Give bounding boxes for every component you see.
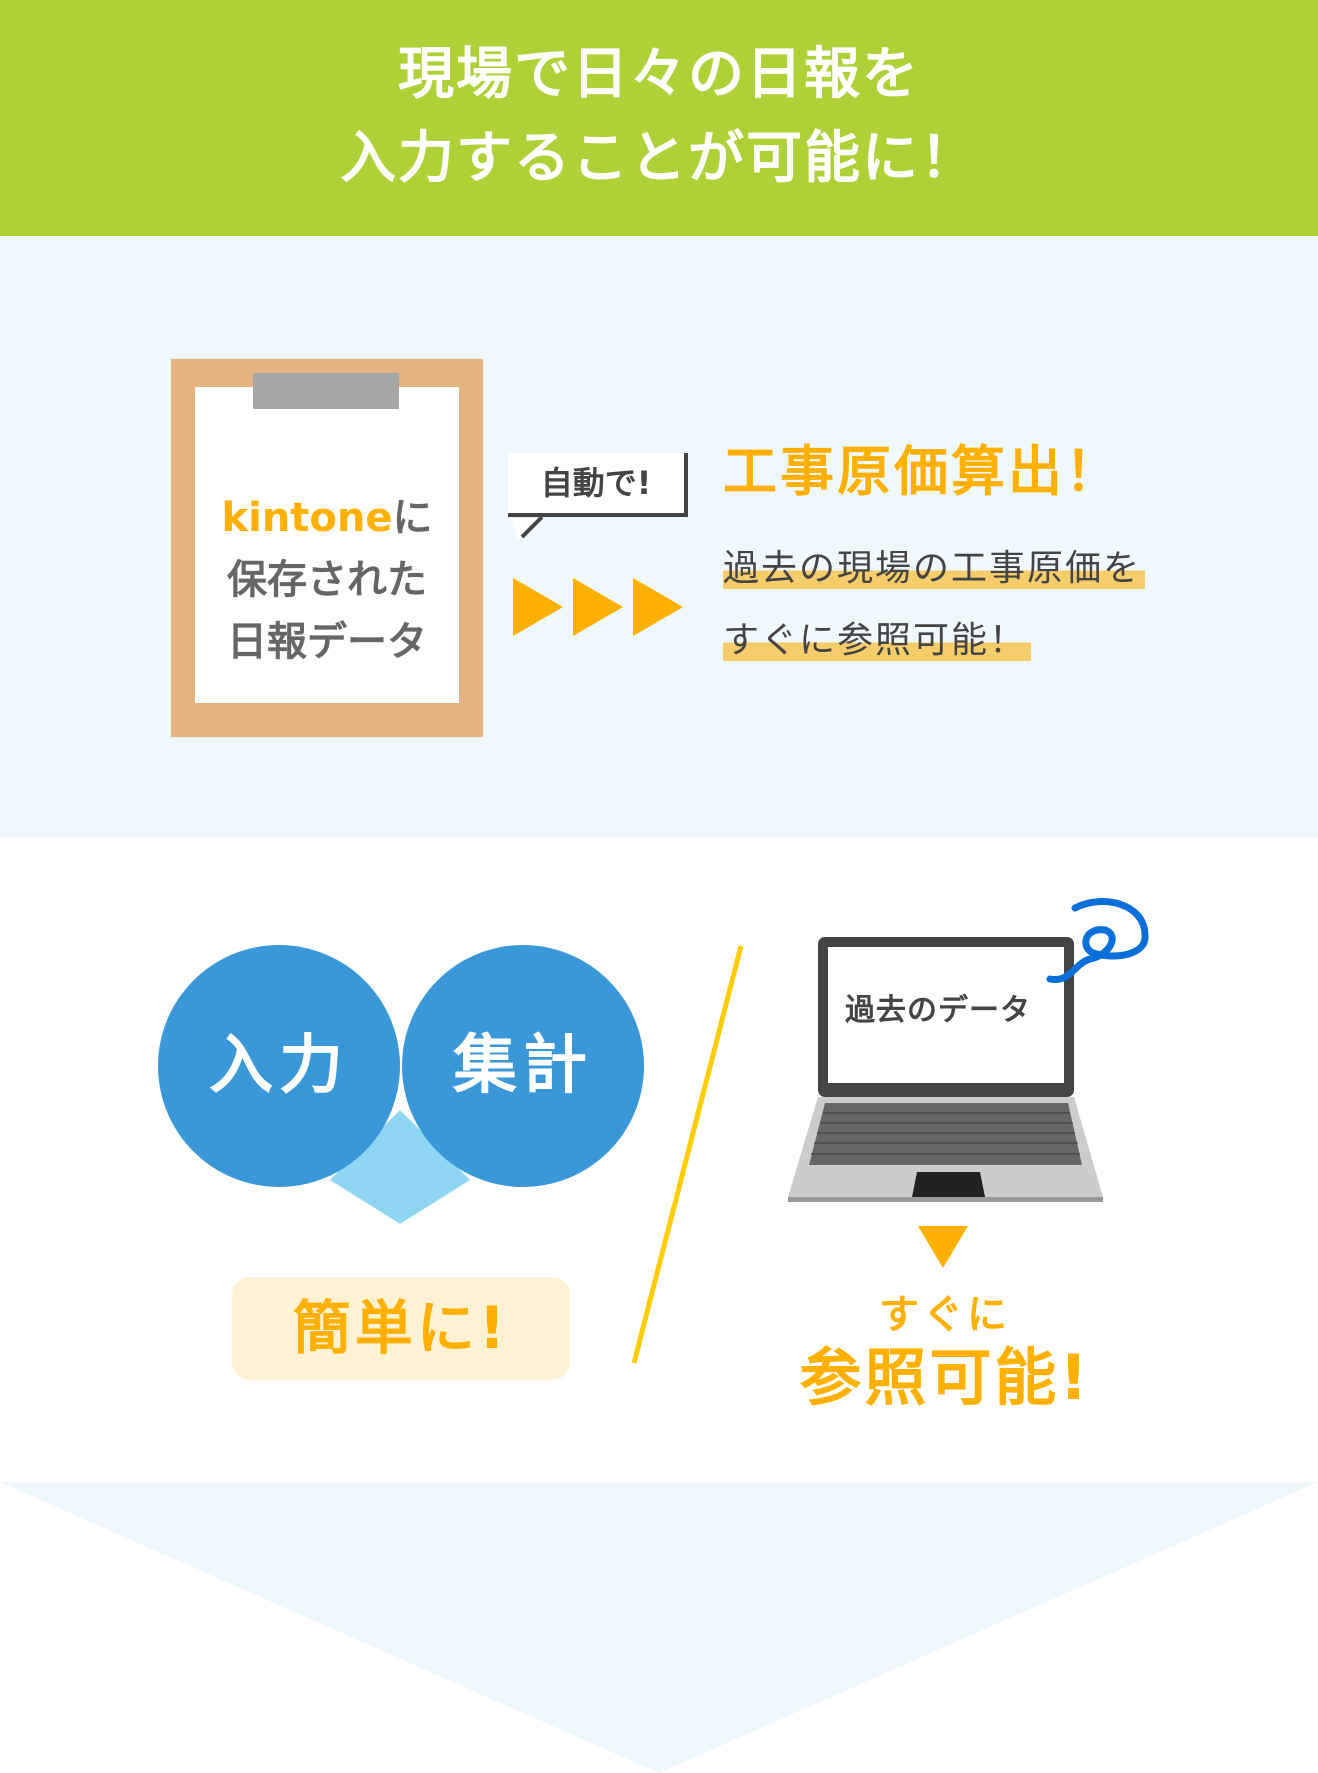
easy-badge: 簡単に! xyxy=(232,1277,570,1380)
result-desc-line2: すぐに参照可能！ xyxy=(723,620,1032,661)
clipboard-line3: 日報データ xyxy=(227,619,427,665)
header-title-line1: 現場で日々の日報を xyxy=(398,42,920,107)
clipboard-line2: 保存された xyxy=(227,557,427,603)
header-title-line2: 入力することが可能に！ xyxy=(340,126,978,191)
laptop-icon xyxy=(788,898,1149,1202)
arrow-right-icon xyxy=(573,578,623,636)
circle-input: 入力 xyxy=(158,945,400,1187)
clipboard-clip-icon xyxy=(253,373,399,409)
arrow-right-icon xyxy=(633,578,683,636)
cost-calc-title: 工事原価算出！ xyxy=(723,440,1122,503)
clipboard-paper: kintoneに 保存された 日報データ xyxy=(195,387,459,703)
section-down-arrow-icon xyxy=(0,1482,1318,1773)
circle-aggregate: 集計 xyxy=(402,945,644,1187)
clipboard-text: kintoneに 保存された 日報データ xyxy=(195,487,459,673)
arrow-down-icon xyxy=(918,1226,968,1268)
laptop-screen-text: 過去のデータ xyxy=(845,993,1031,1028)
laptop-caption-line2: 参照可能! xyxy=(799,1341,1091,1414)
merge-diamond-icon xyxy=(330,1110,470,1224)
result-desc-line1: 過去の現場の工事原価を xyxy=(723,548,1146,589)
header-banner: 現場で日々の日報を 入力することが可能に！ xyxy=(0,0,1318,236)
arrow-right-icon xyxy=(513,578,563,636)
auto-speech-bubble: 自動で! xyxy=(508,453,688,517)
laptop-caption-line1: すぐに xyxy=(879,1292,1011,1338)
kintone-brand: kintone xyxy=(221,495,393,541)
speech-bubble-tail-icon xyxy=(512,517,544,541)
clipboard-illustration: kintoneに 保存された 日報データ xyxy=(170,358,484,738)
clipboard-line1-suffix: に xyxy=(392,495,433,541)
